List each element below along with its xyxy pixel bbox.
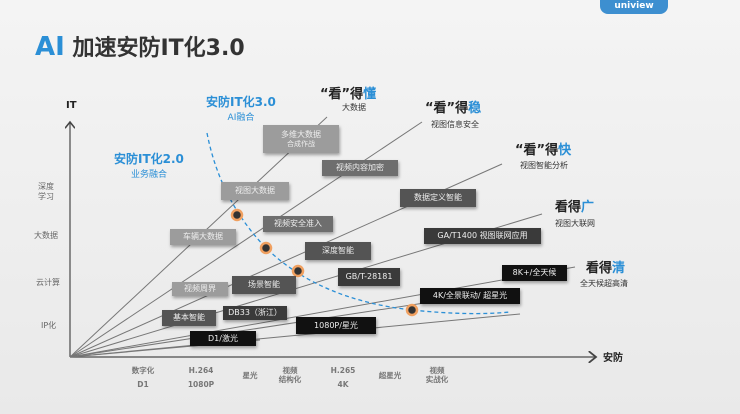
goal-clear: 看得清全天候超高清 (580, 261, 628, 288)
box-video-encryption: 视频内容加密 (322, 160, 398, 176)
x-axis-label: 安防 (603, 353, 623, 364)
box-8k: 8K+/全天候 (502, 265, 567, 281)
box-vehicle-bigdata: 车辆大数据 (170, 229, 236, 245)
box-scene-intel: 场景智能 (232, 276, 296, 294)
box-basic-intel: 基本智能 (162, 310, 216, 326)
page-title: AI 加速安防IT化3.0 (35, 30, 245, 62)
title-prefix: AI (35, 32, 65, 62)
x-tick: 星光 (242, 371, 258, 380)
box-video-perimeter: 视频周界 (172, 282, 228, 296)
goal-stable: “看”得稳视图信息安全 (425, 101, 482, 129)
y-tick: 云计算 (36, 278, 60, 287)
box-4k: 4K/全景联动/ 超星光 (420, 288, 520, 304)
box-video-security-access: 视频安全准入 (263, 216, 333, 232)
box-data-defined-intel: 数据定义智能 (400, 189, 476, 207)
ray-5 (69, 266, 576, 358)
x-tick: 视频 结构化 (278, 366, 302, 385)
ray-6 (69, 295, 471, 358)
goal-wide: 看得广视图大联网 (555, 200, 595, 228)
milestone-dot (291, 264, 305, 278)
box-multidim-bigdata: 多维大数据合成作战 (263, 125, 339, 153)
box-deep-intel: 深度智能 (305, 242, 371, 260)
box-view-bigdata: 视图大数据 (221, 182, 289, 200)
title-text: 加速安防IT化3.0 (72, 36, 245, 61)
y-tick: 深度 学习 (38, 182, 54, 201)
milestone-dot (230, 208, 244, 222)
box-gbt28181: GB/T-28181 (338, 268, 400, 286)
goal-understand: “看”得懂大数据 (320, 87, 377, 112)
logo-tab: uniview (600, 0, 668, 14)
milestone-dot (405, 303, 419, 317)
y-axis-label: IT (66, 100, 77, 111)
box-1080p: 1080P/星光 (296, 317, 376, 334)
era-3-label: 安防IT化3.0 AI融合 (206, 95, 276, 123)
y-tick: 大数据 (34, 231, 58, 240)
era-2-label: 安防IT化2.0 业务融合 (114, 152, 184, 180)
box-gat1400: GA/T1400 视图联网应用 (424, 228, 541, 244)
x-tick: 超星光 (378, 371, 402, 380)
milestone-dot (259, 241, 273, 255)
box-d1: D1/激光 (190, 331, 256, 346)
goal-fast: “看”得快视图智能分析 (515, 143, 572, 170)
y-tick: IP化 (41, 321, 57, 330)
x-tick: 视频 实战化 (425, 366, 449, 385)
box-db33: DB33（浙江） (223, 306, 287, 320)
